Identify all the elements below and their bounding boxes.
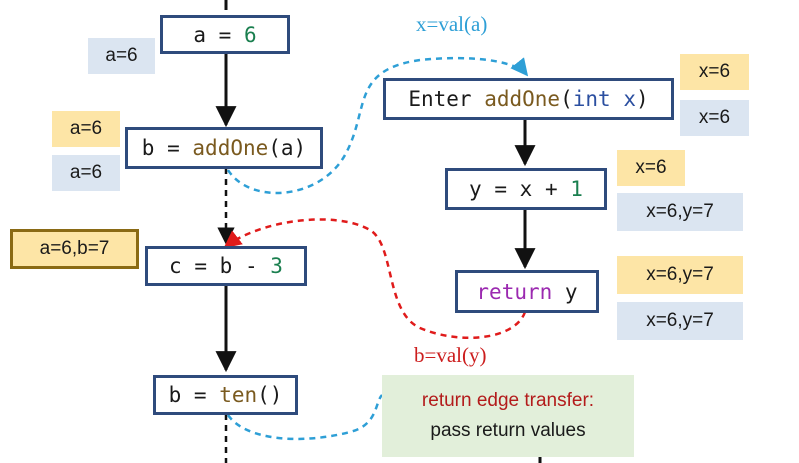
token-kw: Enter	[408, 87, 472, 111]
node-y-assign: y = x + 1	[445, 168, 607, 210]
return-edge-label: b=val(y)	[414, 343, 487, 367]
token-param: x	[623, 87, 636, 111]
fact-b-yellow: a=6	[52, 111, 120, 147]
token-num: 3	[270, 254, 283, 278]
fact-b-blue: a=6	[52, 155, 120, 191]
token-num: 6	[243, 22, 257, 47]
note-title: return edge transfer:	[421, 390, 595, 411]
fact-y-yellow: x=6	[617, 150, 685, 186]
token-fn: addOne	[484, 87, 561, 111]
token-op: =	[218, 22, 232, 47]
token-close: )	[635, 87, 649, 111]
ten-call-edge	[226, 394, 384, 441]
call-edge	[226, 56, 529, 195]
token-expr: b	[219, 254, 233, 278]
token-op: =	[494, 177, 508, 201]
token-kw: return	[476, 279, 553, 304]
token-open: (	[560, 87, 573, 111]
node-c-assign: c = b - 3	[145, 246, 307, 286]
token-lhs: a	[193, 22, 207, 47]
node-enter: Enter addOne(int x)	[383, 78, 674, 120]
return-edge	[223, 218, 527, 339]
fact-ret-yellow: x=6,y=7	[617, 256, 743, 294]
node-b-call: b = addOne(a)	[125, 127, 323, 169]
node-a-assign: a = 6	[160, 15, 290, 54]
fact-enter-blue: x=6	[680, 100, 749, 136]
token-lhs: b	[141, 136, 155, 160]
token-fn: addOne	[192, 136, 269, 160]
token-lhs: y	[469, 177, 482, 201]
call-edge-label: x=val(a)	[416, 12, 488, 36]
node-return: return y	[455, 270, 599, 313]
token-minus: -	[244, 254, 258, 278]
fact-a6: a=6	[88, 38, 155, 74]
return-edge-note: return edge transfer: pass return values	[382, 375, 634, 457]
token-val: y	[564, 279, 578, 304]
token-lhs: b	[168, 383, 182, 407]
token-arg: (a)	[268, 136, 307, 160]
token-op: =	[167, 136, 180, 160]
node-b-ten: b = ten()	[153, 375, 298, 415]
token-fn: ten	[219, 383, 258, 407]
fact-enter-yellow: x=6	[680, 54, 749, 90]
token-op: =	[194, 254, 208, 278]
fact-ret-blue: x=6,y=7	[617, 302, 743, 340]
fact-c-boxed: a=6,b=7	[10, 229, 139, 269]
token-num: 1	[570, 177, 583, 201]
token-plus: +	[544, 177, 558, 201]
token-type: int	[572, 87, 611, 111]
note-body: pass return values	[430, 420, 586, 441]
token-lhs: c	[169, 254, 182, 278]
token-expr: x	[519, 177, 533, 201]
fact-y-blue: x=6,y=7	[617, 193, 743, 231]
token-op: =	[193, 383, 207, 407]
token-arg: ()	[257, 383, 283, 407]
